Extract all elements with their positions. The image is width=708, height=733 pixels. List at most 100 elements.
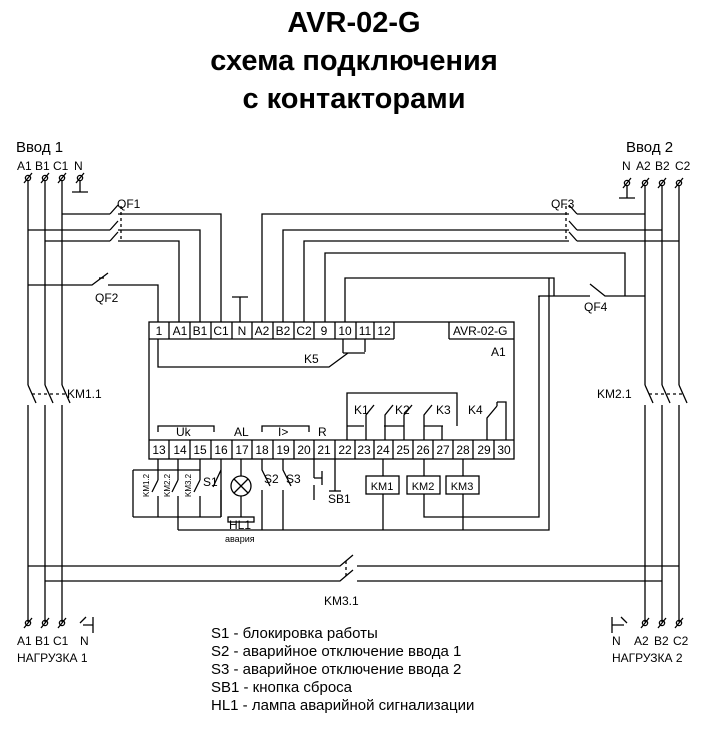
qf3-breaker: [568, 204, 578, 242]
label-uk: Uk: [176, 425, 192, 439]
km31-contact-a: [28, 554, 679, 567]
input2-phase-a2: A2: [636, 159, 651, 173]
terminal-23: 23: [357, 443, 371, 457]
input2-phase-n: N: [622, 159, 631, 173]
terminal-n-in: [76, 174, 84, 182]
legend-item-s2: S2 - аварийное отключение ввода 1: [211, 643, 462, 660]
terminal-27: 27: [436, 443, 450, 457]
aux-km32: KM3.2: [184, 473, 193, 497]
load1-phase-n: N: [80, 634, 89, 648]
terminal-29: 29: [477, 443, 491, 457]
title-line-3: с контакторами: [242, 83, 466, 115]
terminal-n: N: [238, 324, 247, 338]
terminal-b1: B1: [193, 324, 208, 338]
load2-phase-c2: C2: [673, 634, 689, 648]
load2-phase-n: N: [612, 634, 621, 648]
load1-phase-c1: C1: [53, 634, 69, 648]
legend-item-sb1: SB1 - кнопка сброса: [211, 679, 353, 696]
terminal-17: 17: [235, 443, 249, 457]
km31-label: KM3.1: [324, 594, 359, 608]
s3-switch: [282, 459, 292, 530]
terminal-13: 13: [152, 443, 166, 457]
device-name: AVR-02-G: [453, 324, 507, 338]
km21-label: KM2.1: [597, 387, 632, 401]
title-line-1: AVR-02-G: [287, 7, 421, 39]
avr-device-box: [148, 321, 515, 460]
load2-label: НАГРУЗКА 2: [612, 651, 683, 665]
terminal-21: 21: [317, 443, 331, 457]
sb1-label: SB1: [328, 492, 351, 506]
load1-label: НАГРУЗКА 1: [17, 651, 88, 665]
terminal-12: 12: [377, 324, 391, 338]
coil-km2-label: KM2: [412, 481, 435, 493]
terminal-28: 28: [456, 443, 470, 457]
aux-km12: KM1.2: [142, 473, 151, 497]
terminal-19: 19: [276, 443, 290, 457]
s1-switch: [212, 469, 222, 517]
terminal-18: 18: [255, 443, 269, 457]
hl1-label: HL1: [229, 518, 251, 532]
coil-km1-label: KM1: [371, 481, 394, 493]
relay-k1: K1: [354, 403, 369, 417]
coil-km3-label: KM3: [451, 481, 474, 493]
hl1-note: авария: [225, 534, 255, 544]
s3-label: S3: [286, 472, 301, 486]
terminal-14: 14: [173, 443, 187, 457]
legend-item-s1: S1 - блокировка работы: [211, 625, 378, 642]
relay-k2: K2: [395, 403, 410, 417]
terminal-30: 30: [497, 443, 511, 457]
km11-label: KM1.1: [67, 387, 102, 401]
k5-label: K5: [304, 352, 319, 366]
terminal-10: 10: [338, 324, 352, 338]
terminal-a1-in: [24, 174, 32, 182]
terminal-22: 22: [338, 443, 352, 457]
terminal-24: 24: [376, 443, 390, 457]
input1-phase-b1: B1: [35, 159, 50, 173]
terminal-20: 20: [297, 443, 311, 457]
terminal-a2: A2: [255, 324, 270, 338]
device-ref: A1: [491, 345, 506, 359]
qf2-label: QF2: [95, 291, 119, 305]
km31-contact-b: [45, 569, 662, 582]
legend: S1 - блокировка работы S2 - аварийное от…: [211, 625, 474, 715]
terminal-b2: B2: [276, 324, 291, 338]
s2-switch: [261, 459, 271, 530]
relay-k3: K3: [436, 403, 451, 417]
s1-label: S1: [203, 475, 218, 489]
load2-phase-b2: B2: [654, 634, 669, 648]
aux-km22: KM2.2: [163, 473, 172, 497]
terminal-16: 16: [214, 443, 228, 457]
terminal-1: 1: [156, 324, 163, 338]
qf1-label: QF1: [117, 197, 141, 211]
terminal-11: 11: [359, 324, 372, 338]
load1-phase-a1: A1: [17, 634, 32, 648]
load2-phase-a2: A2: [634, 634, 649, 648]
terminal-c2: C2: [296, 324, 312, 338]
title-line-2: схема подключения: [210, 45, 498, 77]
input2-label: Ввод 2: [626, 139, 673, 156]
input1-phase-a1: A1: [17, 159, 32, 173]
qf4-breaker: [538, 283, 645, 297]
input2-phase-b2: B2: [655, 159, 670, 173]
terminal-15: 15: [193, 443, 207, 457]
input2-phase-c2: C2: [675, 159, 691, 173]
qf3-label: QF3: [551, 197, 575, 211]
input1-phase-c1: C1: [53, 159, 69, 173]
s2-label: S2: [264, 472, 279, 486]
terminal-a1: A1: [173, 324, 188, 338]
input1-phase-n: N: [74, 159, 83, 173]
label-i: I>: [278, 425, 288, 439]
label-al: AL: [234, 425, 249, 439]
terminal-25: 25: [396, 443, 410, 457]
terminal-26: 26: [416, 443, 430, 457]
load1-phase-b1: B1: [35, 634, 50, 648]
terminal-c1-in: [58, 174, 66, 182]
terminal-b1-in: [41, 174, 49, 182]
relay-k4: K4: [468, 403, 483, 417]
qf2-breaker: [28, 272, 159, 322]
terminal-c1: C1: [213, 324, 229, 338]
qf4-label: QF4: [584, 300, 608, 314]
legend-item-hl1: HL1 - лампа аварийной сигнализации: [211, 697, 475, 714]
terminal-9: 9: [321, 324, 328, 338]
